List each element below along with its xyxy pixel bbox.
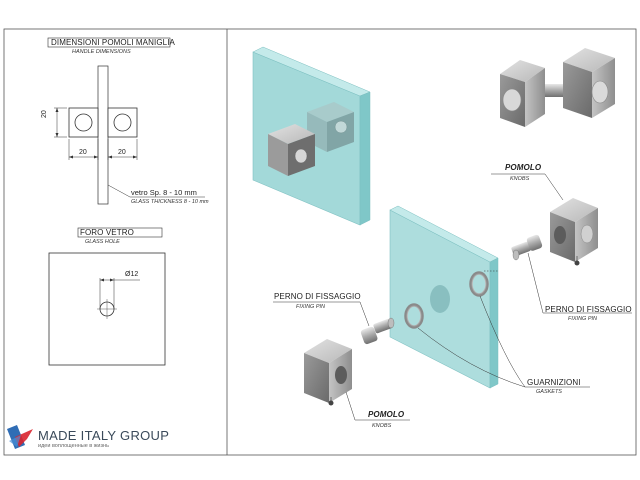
exploded-glass-panel — [389, 205, 499, 389]
exploded-pin-right — [511, 234, 543, 261]
fixing-pin-left-label-en: FIXING PIN — [296, 304, 326, 310]
glass-thickness-label: vetro Sp. 8 - 10 mm — [131, 188, 197, 197]
handle-dimensions-subtitle: HANDLE DIMENSIONS — [72, 49, 131, 55]
glass-hole-subtitle: GLASS HOLE — [85, 239, 120, 245]
exploded-gaskets — [404, 271, 489, 329]
label-leaders — [273, 173, 632, 421]
knob-lower-label-en: KNOBS — [372, 423, 392, 429]
glass-hole-drawing — [48, 227, 166, 366]
drawing-frame — [3, 28, 637, 456]
handle-product-photo — [500, 48, 615, 127]
exploded-knob-upper — [550, 198, 598, 266]
made-italy-group-logo-icon — [7, 425, 33, 449]
hole-diameter: Ø12 — [125, 271, 139, 278]
glass-thickness-label-en: GLASS THICKNESS 8 - 10 mm — [131, 199, 209, 205]
gaskets-label: GUARNIZIONI — [527, 378, 581, 387]
brand-tagline: идеи воплощенные в жизнь — [38, 443, 109, 449]
glass-hole-title: FORO VETRO — [80, 228, 134, 237]
fixing-pin-right-label: PERNO DI FISSAGGIO — [545, 305, 632, 314]
knob-lower-label: POMOLO — [368, 410, 405, 419]
assembled-knob-front — [268, 124, 315, 176]
fixing-pin-right-label-en: FIXING PIN — [568, 316, 598, 322]
fixing-pin-left-label: PERNO DI FISSAGGIO — [274, 292, 361, 301]
dimension-right-width: 20 — [118, 149, 126, 156]
knob-upper-label: POMOLO — [505, 163, 542, 172]
handle-dimension-drawing — [47, 37, 205, 205]
exploded-knob-lower — [304, 339, 352, 406]
gaskets-label-en: GASKETS — [536, 389, 562, 395]
dimension-left-width: 20 — [79, 149, 87, 156]
exploded-pin-left — [360, 317, 395, 345]
handle-dimensions-title: DIMENSIONI POMOLI MANIGLIA — [51, 38, 175, 47]
dimension-height: 20 — [41, 110, 48, 118]
knob-upper-label-en: KNOBS — [510, 176, 530, 182]
brand-name: MADE ITALY GROUP — [38, 428, 170, 443]
